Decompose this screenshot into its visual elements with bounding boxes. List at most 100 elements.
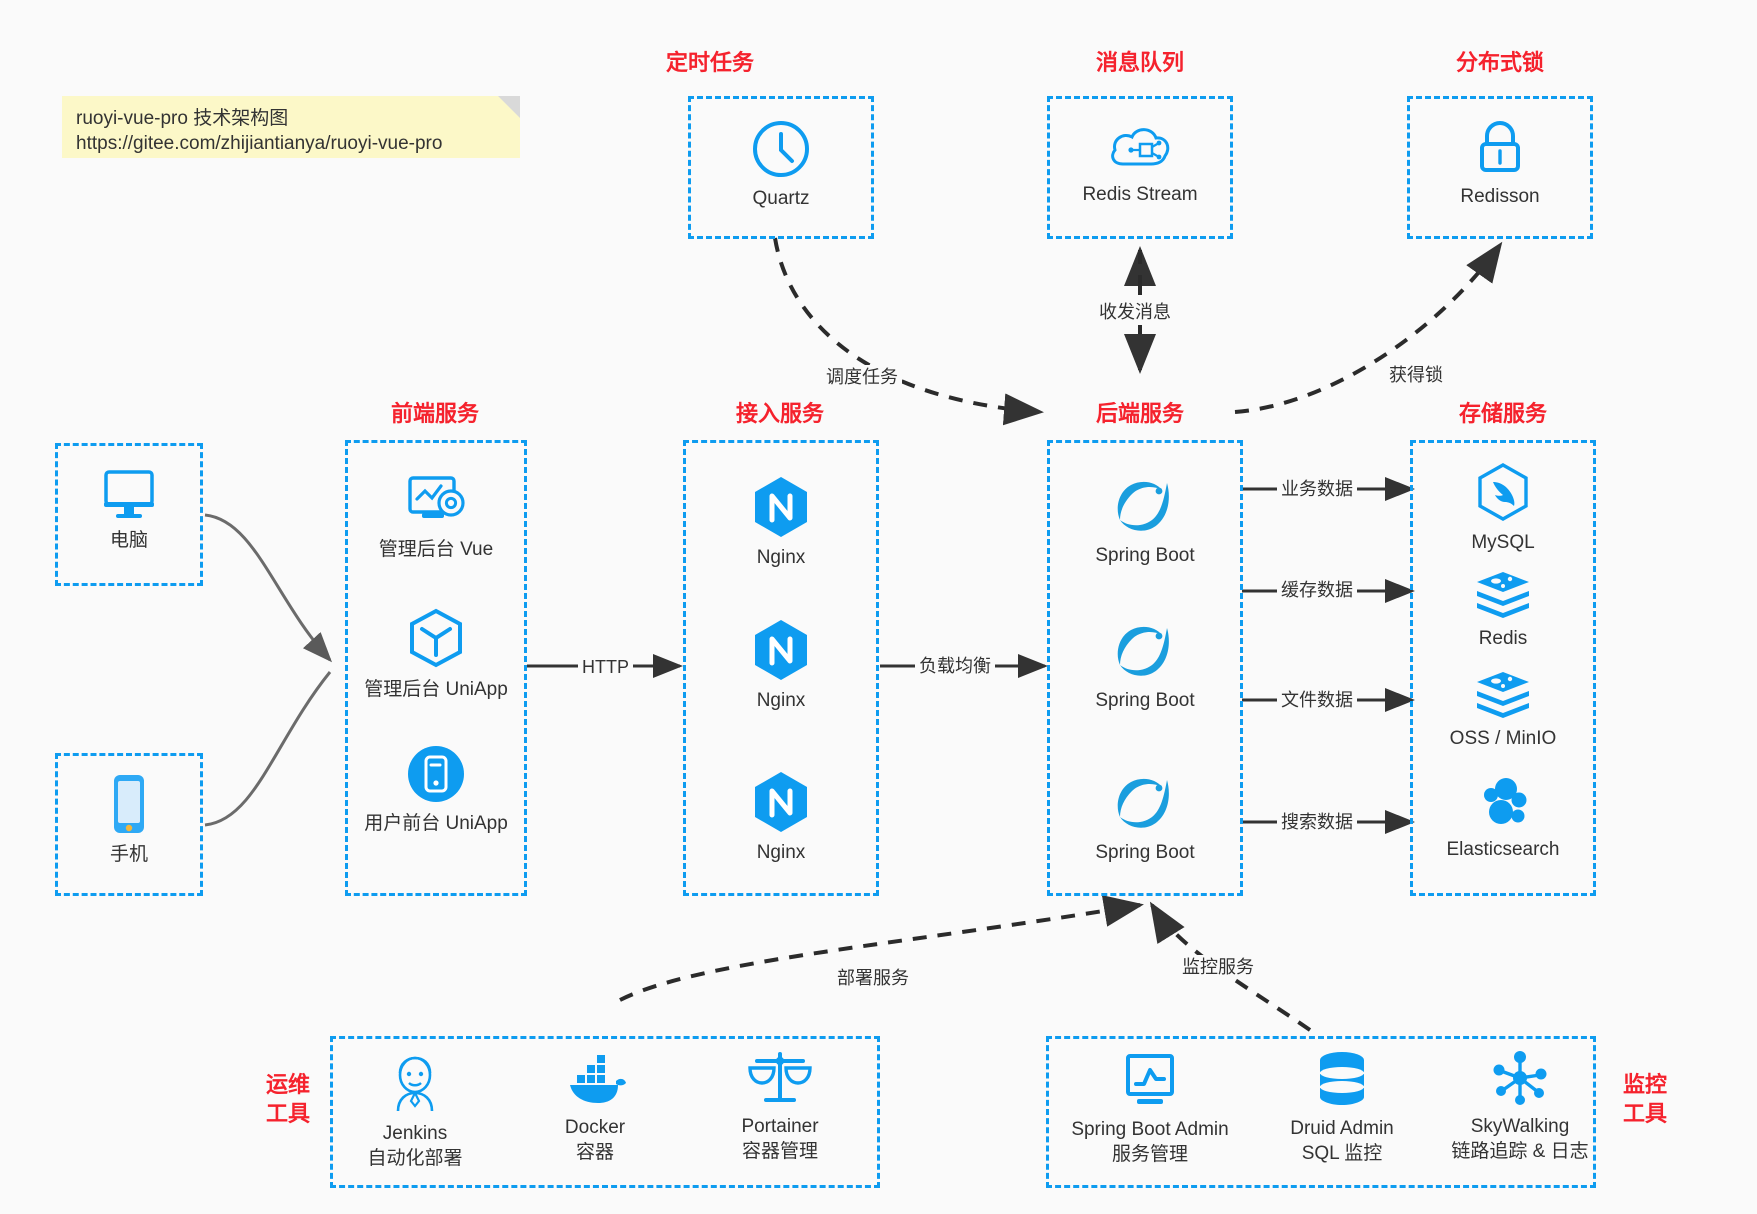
node-admin-vue[interactable]: 管理后台 Vue — [346, 473, 526, 562]
edge-label-send-receive-message: 收发消息 — [1095, 300, 1175, 324]
group-title-devops: 运维 工具 — [258, 1070, 318, 1128]
group-title-distributed-lock: 分布式锁 — [1455, 50, 1544, 75]
group-title-backend: 后端服务 — [1095, 401, 1184, 426]
group-box-distributed-lock — [1407, 96, 1593, 239]
group-title-frontend: 前端服务 — [390, 401, 479, 426]
node-redis-stream[interactable]: Redis Stream — [1050, 120, 1230, 207]
node-label: Spring Boot — [1095, 545, 1195, 566]
node-mobile[interactable]: 手机 — [39, 772, 219, 867]
group-box-gateway — [683, 440, 879, 896]
node-label: 管理后台 Vue — [378, 539, 494, 560]
nginx-icon — [755, 772, 807, 832]
node-label: 用户前台 UniApp — [364, 813, 508, 834]
node-nginx-1[interactable]: Nginx — [691, 475, 871, 570]
node-label: Druid Admin — [1290, 1118, 1394, 1139]
group-title-gateway: 接入服务 — [735, 401, 824, 426]
group-box-backend — [1047, 440, 1243, 896]
edge-label-deploy-service: 部署服务 — [833, 966, 913, 990]
edge-label-http: HTTP — [578, 655, 633, 679]
node-label: Jenkins — [382, 1123, 448, 1144]
node-redis[interactable]: Redis — [1413, 570, 1593, 651]
scales-icon — [748, 1052, 812, 1102]
node-desktop[interactable]: 电脑 — [39, 466, 219, 553]
node-label: 手机 — [109, 844, 148, 865]
node-label: Spring Boot — [1095, 690, 1195, 711]
node-mysql[interactable]: MySQL — [1413, 462, 1593, 555]
note-url: https://gitee.com/zhijiantianya/ruoyi-vu… — [76, 133, 443, 154]
mobile-circle-icon — [408, 746, 464, 802]
spring-leaf-icon — [1117, 626, 1169, 676]
node-admin-uniapp[interactable]: 管理后台 UniApp — [346, 607, 526, 702]
node-label: Redisson — [1460, 186, 1540, 207]
edge-label-cache-data: 缓存数据 — [1277, 578, 1357, 602]
node-druid-admin[interactable]: Druid Admin SQL 监控 — [1252, 1050, 1432, 1166]
node-docker[interactable]: Docker 容器 — [505, 1053, 685, 1165]
node-sublabel: 容器 — [575, 1142, 614, 1163]
group-title-monitoring: 监控 工具 — [1615, 1070, 1675, 1128]
node-label: 电脑 — [109, 530, 148, 551]
node-spring-boot-2[interactable]: Spring Boot — [1055, 618, 1235, 713]
desktop-monitor-icon — [104, 470, 154, 518]
diagram-note: ruoyi-vue-pro 技术架构图 https://gitee.com/zh… — [62, 96, 520, 158]
group-title-devops-line1: 运维 — [265, 1072, 310, 1097]
lock-icon — [1480, 121, 1520, 172]
spring-leaf-icon — [1117, 481, 1169, 531]
group-title-devops-line2: 工具 — [265, 1101, 310, 1126]
node-label: Elasticsearch — [1446, 839, 1560, 860]
edge-label-schedule-task: 调度任务 — [822, 365, 902, 389]
edge-label-monitor-service: 监控服务 — [1178, 955, 1258, 979]
node-nginx-3[interactable]: Nginx — [691, 770, 871, 865]
elasticsearch-icon — [1484, 778, 1527, 824]
group-title-message-queue: 消息队列 — [1095, 50, 1184, 75]
database-cylinder-icon — [1320, 1052, 1364, 1105]
node-spring-boot-3[interactable]: Spring Boot — [1055, 770, 1235, 865]
node-user-uniapp[interactable]: 用户前台 UniApp — [346, 743, 526, 836]
node-label: SkyWalking — [1470, 1116, 1570, 1137]
node-portainer[interactable]: Portainer 容器管理 — [690, 1050, 870, 1164]
edge-label-business-data: 业务数据 — [1277, 477, 1357, 501]
node-label: 管理后台 UniApp — [364, 679, 508, 700]
jenkins-butler-icon — [396, 1056, 434, 1112]
clock-icon — [753, 121, 809, 177]
node-label: Redis — [1478, 628, 1528, 649]
node-skywalking[interactable]: SkyWalking 链路追踪 & 日志 — [1430, 1050, 1610, 1164]
group-title-scheduled-task: 定时任务 — [665, 50, 754, 75]
note-fold-corner — [498, 96, 520, 118]
node-label: Spring Boot — [1095, 842, 1195, 863]
node-label: Nginx — [756, 547, 806, 568]
spring-leaf-icon — [1117, 778, 1169, 828]
node-label: Portainer — [741, 1116, 819, 1137]
redis-stack-icon — [1477, 672, 1529, 718]
node-elasticsearch[interactable]: Elasticsearch — [1413, 775, 1593, 862]
node-label: Redis Stream — [1082, 184, 1198, 205]
mysql-dolphin-icon — [1478, 463, 1528, 521]
node-sublabel: 链路追踪 & 日志 — [1451, 1141, 1589, 1162]
group-box-devops — [330, 1036, 880, 1188]
edge-label-load-balance: 负载均衡 — [915, 654, 995, 678]
edge-label-file-data: 文件数据 — [1277, 688, 1357, 712]
group-box-frontend — [345, 440, 527, 896]
node-label: Quartz — [752, 188, 810, 209]
hexagon-cube-icon — [410, 608, 462, 668]
node-label: Docker — [564, 1117, 626, 1138]
group-box-storage — [1410, 440, 1596, 896]
node-oss-minio[interactable]: OSS / MinIO — [1413, 670, 1593, 751]
node-redisson[interactable]: Redisson — [1410, 118, 1590, 209]
node-spring-boot-1[interactable]: Spring Boot — [1055, 473, 1235, 568]
node-label: Nginx — [756, 842, 806, 863]
note-title: ruoyi-vue-pro 技术架构图 — [76, 108, 289, 129]
node-nginx-2[interactable]: Nginx — [691, 618, 871, 713]
mobile-phone-icon — [114, 775, 144, 833]
network-nodes-icon — [1493, 1051, 1547, 1105]
node-label: MySQL — [1471, 532, 1535, 553]
node-jenkins[interactable]: Jenkins 自动化部署 — [325, 1053, 505, 1171]
group-box-message-queue — [1047, 96, 1233, 239]
edge-label-acquire-lock: 获得锁 — [1385, 363, 1447, 387]
node-sublabel: 自动化部署 — [367, 1148, 463, 1169]
node-quartz[interactable]: Quartz — [691, 118, 871, 211]
node-spring-boot-admin[interactable]: Spring Boot Admin 服务管理 — [1060, 1053, 1240, 1167]
group-title-storage: 存储服务 — [1458, 401, 1547, 426]
group-box-monitoring — [1046, 1036, 1596, 1188]
node-label: OSS / MinIO — [1449, 728, 1557, 749]
